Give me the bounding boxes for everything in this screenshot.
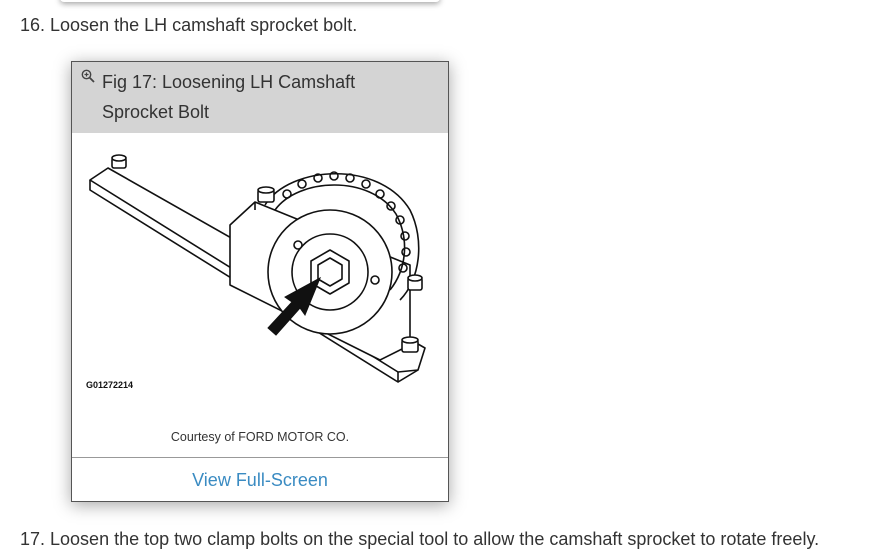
step-17-text: 17. Loosen the top two clamp bolts on th… [20, 529, 820, 549]
view-full-screen-link[interactable]: View Full-Screen [192, 470, 328, 490]
card-divider [72, 457, 448, 458]
previous-figure-card-edge [60, 0, 440, 2]
figure-title: Fig 17: Loosening LH Camshaft Sprocket B… [102, 72, 356, 122]
courtesy-caption: Courtesy of FORD MOTOR CO. [170, 430, 350, 444]
step-16-text: 16. Loosen the LH camshaft sprocket bolt… [20, 15, 358, 35]
camshaft-sprocket-diagram [89, 154, 426, 383]
figure-card: Fig 17: Loosening LH Camshaft Sprocket B… [71, 61, 449, 502]
pointer-arrow [267, 276, 321, 336]
figure-code: G01272214 [86, 380, 134, 390]
figure-header: Fig 17: Loosening LH Camshaft Sprocket B… [72, 62, 448, 133]
zoom-in-icon[interactable] [81, 69, 95, 83]
